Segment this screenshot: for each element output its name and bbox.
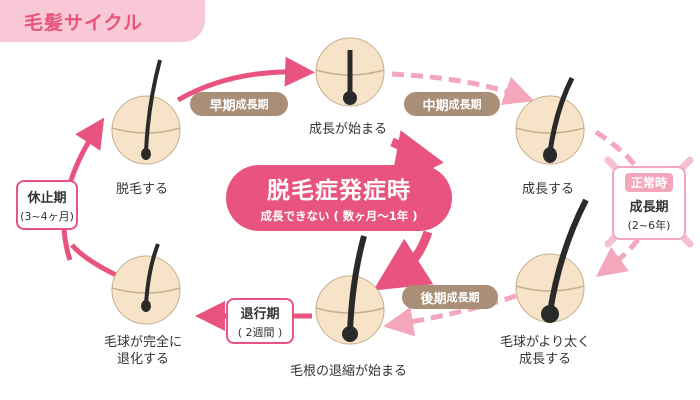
telogen-sub: (3~4ヶ月)	[20, 209, 74, 223]
center-main: 脱毛症発症時	[267, 178, 411, 204]
phase-late-suffix: 成長期	[446, 291, 480, 304]
follicle-thick	[515, 198, 589, 323]
catagen-box: 退行期 ( 2週間 )	[226, 298, 294, 344]
label-growing: 成長する	[522, 182, 575, 197]
catagen-main: 退行期	[240, 306, 280, 322]
catagen-sub: ( 2週間 )	[237, 325, 283, 339]
phase-early-suffix: 成長期	[235, 98, 269, 111]
follicle-retreat	[315, 235, 385, 345]
phase-mid-suffix: 成長期	[448, 98, 482, 111]
label-root-retreat: 毛根の退縮が始まる	[290, 364, 408, 379]
label-start: 成長が始まる	[309, 122, 388, 137]
anagen-main: 成長期	[629, 200, 669, 215]
follicle-shed	[111, 59, 181, 165]
label-thick-line1: 毛球がより太く	[500, 335, 591, 350]
title-tab: 毛髪サイクル	[0, 0, 205, 42]
telogen-main: 休止期	[27, 190, 67, 206]
arrow-growing-to-thick	[594, 129, 654, 277]
arrow-regressed-to-telogen	[70, 243, 120, 279]
phase-mid-main: 中期	[422, 98, 449, 114]
label-regressed: 毛球が完全に 退化する	[104, 334, 182, 368]
phase-late-pill: 後期成長期	[402, 285, 498, 309]
follicle-regressed	[111, 243, 181, 325]
center-sub: 成長できない ( 数ヶ月〜1年 )	[260, 209, 418, 223]
arrow-start-to-growing	[391, 71, 535, 106]
phase-late-main: 後期	[420, 291, 447, 307]
arrow-shed-to-start	[176, 56, 315, 103]
arrow-thick-to-retreat	[383, 293, 517, 337]
anagen-sub: (2~6年)	[627, 219, 671, 232]
follicle-growing	[515, 76, 585, 165]
phase-early-main: 早期	[209, 98, 236, 114]
label-thick-line2: 成長する	[519, 352, 572, 367]
anagen-box: 正常時 成長期 (2~6年)	[612, 166, 686, 240]
label-thick: 毛球がより太く 成長する	[500, 334, 590, 368]
phase-mid-pill: 中期成長期	[404, 92, 500, 116]
phase-early-pill: 早期成長期	[190, 92, 288, 116]
label-shed: 脱毛する	[116, 182, 169, 197]
telogen-box: 休止期 (3~4ヶ月)	[16, 180, 78, 230]
center-badge: 脱毛症発症時 成長できない ( 数ヶ月〜1年 )	[226, 165, 452, 231]
anagen-tag: 正常時	[624, 173, 673, 192]
follicle-start	[315, 37, 385, 107]
label-regressed-line2: 退化する	[117, 352, 170, 367]
page-title: 毛髪サイクル	[24, 12, 144, 34]
arrow-center-to-retreat	[373, 230, 434, 291]
label-regressed-line1: 毛球が完全に	[104, 335, 183, 350]
